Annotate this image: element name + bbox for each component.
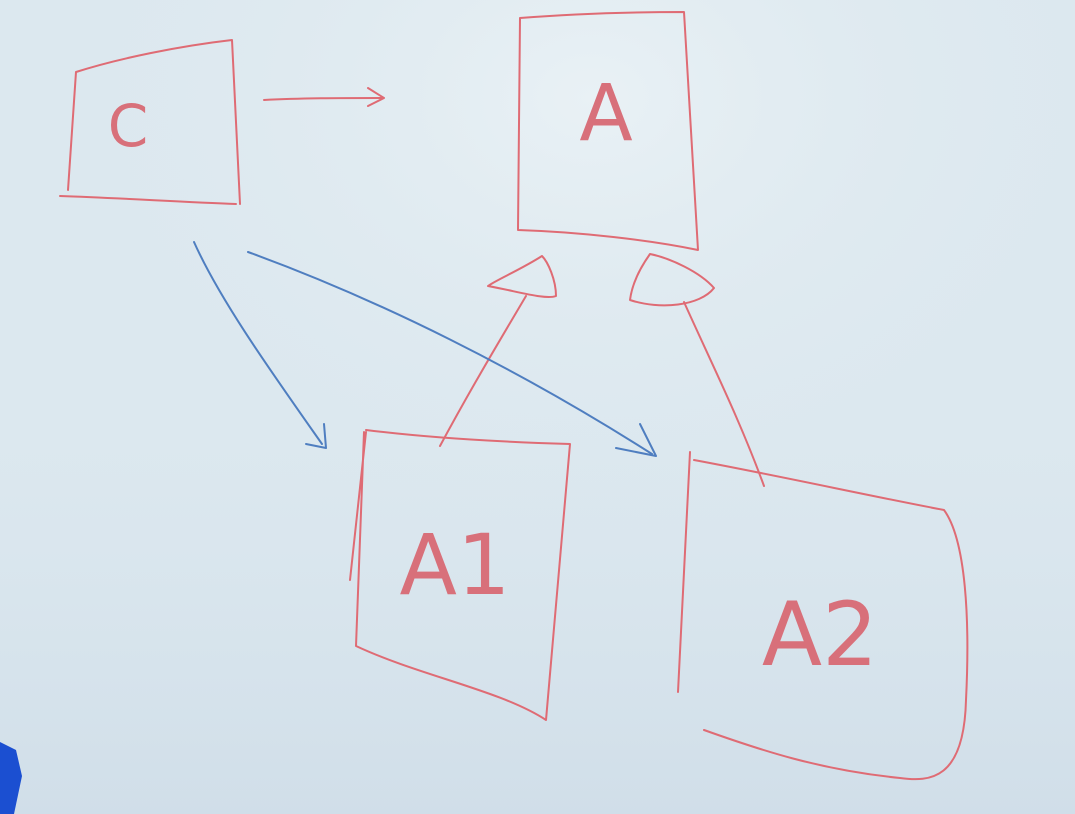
node-a2-label: A2 (762, 583, 878, 686)
edge-c-to-a1-arrowhead (305, 423, 327, 449)
node-c-label: C (108, 92, 149, 160)
node-a2-box (677, 451, 969, 781)
edge-c-to-a2 (247, 251, 657, 457)
node-a1-label: A1 (400, 516, 511, 614)
node-c-box (59, 39, 241, 205)
edge-c-to-a2-arrowhead (615, 423, 657, 457)
edge-c-to-a-line (263, 97, 383, 101)
node-a-label: A (579, 69, 632, 159)
blue-marker (0, 742, 22, 814)
node-c: C (59, 39, 241, 205)
edge-c-to-a1 (193, 241, 327, 449)
edge-a1-inherits-a-line (439, 295, 527, 447)
node-a-box (517, 11, 699, 251)
node-a2: A2 (677, 451, 969, 781)
node-a1: A1 (349, 429, 571, 721)
edge-c-to-a2-line (247, 251, 653, 455)
edge-c-to-a1-line (193, 241, 323, 445)
edge-a1-inherits-a-triangle (487, 255, 557, 299)
edge-c-to-a (263, 87, 385, 107)
edge-a2-inherits-a-line (683, 301, 765, 487)
node-a1-box (349, 429, 571, 721)
board-shade (0, 420, 1075, 814)
edge-a1-inherits-a (439, 255, 557, 447)
edge-c-to-a-arrowhead (367, 87, 385, 107)
edge-a2-inherits-a-triangle (629, 253, 715, 307)
node-a: A (517, 11, 699, 251)
edge-a2-inherits-a (629, 253, 765, 487)
